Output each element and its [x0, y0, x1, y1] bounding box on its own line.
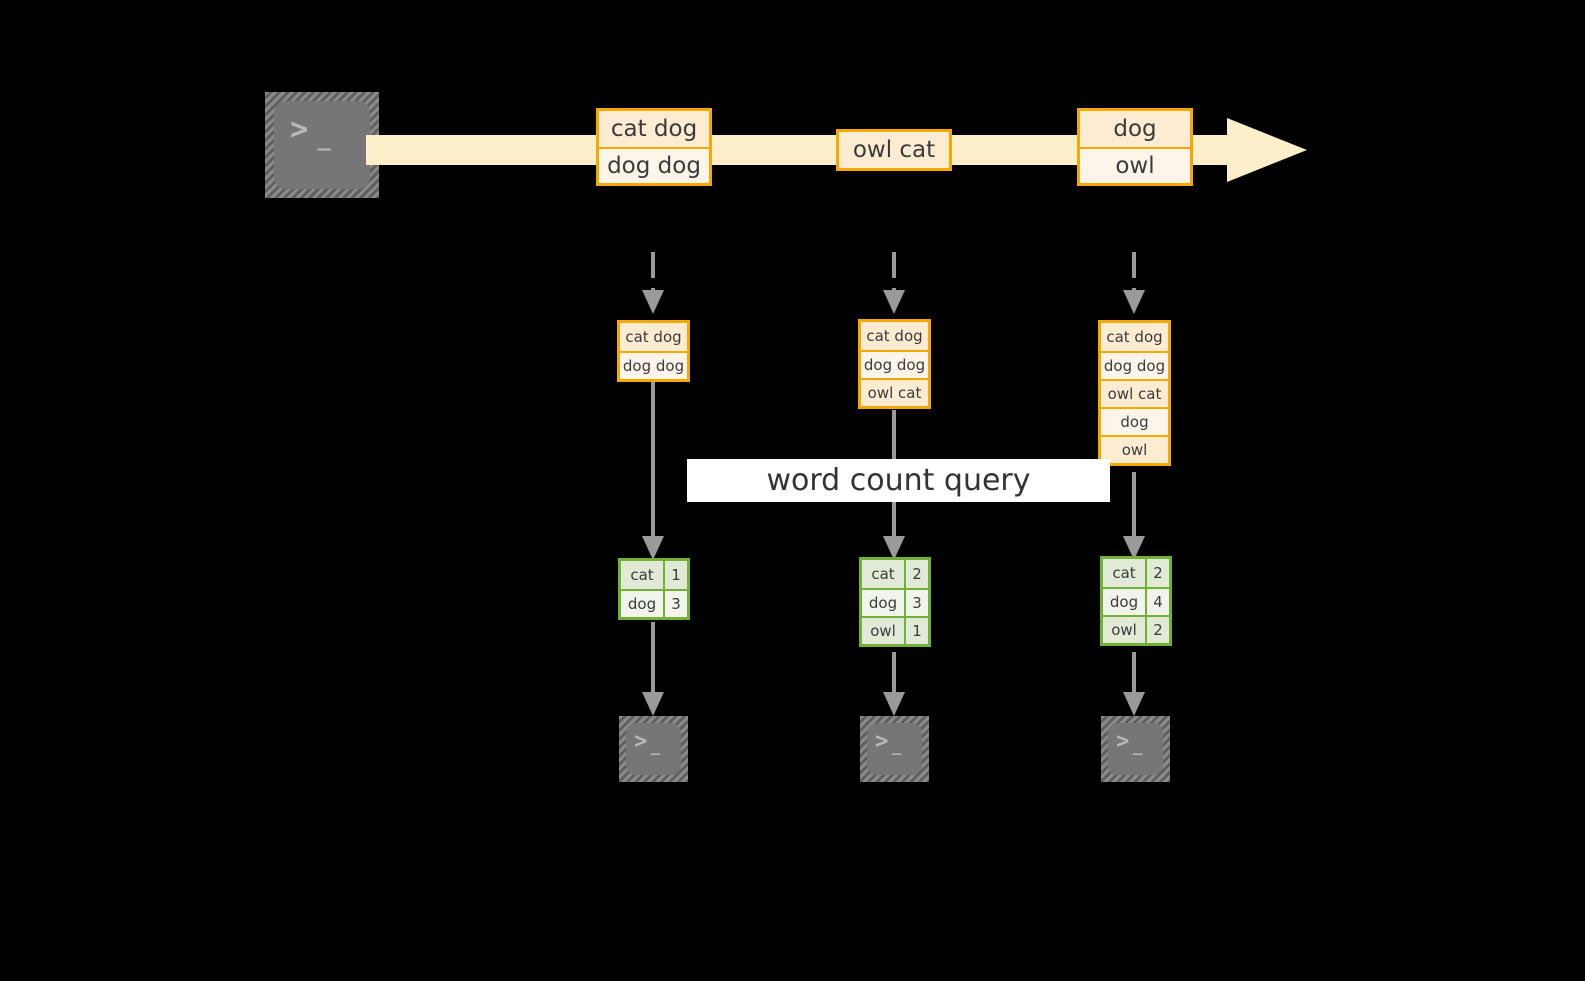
- record-line: owl: [1080, 147, 1190, 183]
- solid-connector-3: [1119, 472, 1149, 562]
- table-row: dog 3: [621, 589, 687, 617]
- result-table-2: cat 2 dog 3 owl 1: [859, 557, 931, 647]
- snapshot-line: cat dog: [861, 322, 928, 350]
- table-cell-word: dog: [1109, 593, 1139, 611]
- terminal-underscore-icon: _: [891, 735, 902, 755]
- table-cell-count: 4: [1145, 589, 1169, 615]
- source-terminal-icon: > _: [265, 92, 379, 198]
- table-cell-word: dog: [868, 594, 898, 612]
- snapshot-stack-1: cat dog dog dog: [617, 320, 690, 382]
- record-line: dog: [1080, 111, 1190, 147]
- table-cell-word: cat: [1112, 564, 1136, 582]
- terminal-underscore-icon: _: [317, 126, 331, 152]
- table-cell-word: cat: [871, 565, 895, 583]
- snapshot-stack-2: cat dog dog dog owl cat: [858, 319, 931, 409]
- terminal-screen: [1108, 723, 1163, 775]
- terminal-underscore-icon: _: [1132, 735, 1143, 755]
- stream-record-1: cat dog dog dog: [596, 108, 712, 186]
- dashed-connector-3: [1119, 252, 1149, 318]
- table-cell-count: 2: [1145, 559, 1169, 587]
- snapshot-line: owl: [1101, 435, 1168, 463]
- snapshot-line: cat dog: [1101, 323, 1168, 351]
- table-row: cat 2: [1103, 559, 1169, 587]
- table-cell-word: owl: [1111, 621, 1137, 639]
- terminal-chevron-icon: >: [875, 728, 889, 754]
- snapshot-line: owl cat: [1101, 379, 1168, 407]
- result-table-1: cat 1 dog 3: [618, 558, 690, 620]
- stream-record-3: dog owl: [1077, 108, 1193, 186]
- terminal-chevron-icon: >: [634, 728, 648, 754]
- snapshot-line: dog dog: [1101, 351, 1168, 379]
- table-cell-word: owl: [870, 622, 896, 640]
- terminal-underscore-icon: _: [650, 735, 661, 755]
- table-cell-count: 3: [904, 590, 928, 616]
- snapshot-line: dog dog: [861, 350, 928, 378]
- record-line: dog dog: [599, 147, 709, 183]
- table-row: owl 1: [862, 616, 928, 644]
- dashed-connector-2: [879, 252, 909, 318]
- table-cell-count: 1: [904, 618, 928, 644]
- sink-connector-3: [1119, 652, 1149, 718]
- table-cell-word: dog: [627, 595, 657, 613]
- query-label-text: word count query: [766, 463, 1031, 498]
- sink-terminal-3: > _: [1101, 716, 1170, 782]
- table-cell-count: 3: [663, 591, 687, 617]
- stream-record-2: owl cat: [836, 129, 952, 171]
- table-row: dog 3: [862, 588, 928, 616]
- snapshot-line: dog dog: [620, 351, 687, 379]
- terminal-chevron-icon: >: [290, 112, 309, 148]
- sink-terminal-2: > _: [860, 716, 929, 782]
- sink-connector-2: [879, 652, 909, 718]
- terminal-screen: [867, 723, 922, 775]
- terminal-screen: [274, 101, 370, 189]
- table-row: cat 1: [621, 561, 687, 589]
- sink-connector-1: [638, 622, 668, 718]
- sink-terminal-1: > _: [619, 716, 688, 782]
- terminal-screen: [626, 723, 681, 775]
- record-line: owl cat: [839, 132, 949, 168]
- table-row: dog 4: [1103, 587, 1169, 615]
- query-label: word count query: [687, 459, 1110, 502]
- table-cell-count: 2: [904, 560, 928, 588]
- snapshot-line: owl cat: [861, 378, 928, 406]
- solid-connector-1: [638, 380, 668, 562]
- table-row: cat 2: [862, 560, 928, 588]
- terminal-chevron-icon: >: [1116, 728, 1130, 754]
- table-cell-count: 2: [1145, 617, 1169, 643]
- snapshot-stack-3: cat dog dog dog owl cat dog owl: [1098, 320, 1171, 466]
- table-cell-count: 1: [663, 561, 687, 589]
- result-table-3: cat 2 dog 4 owl 2: [1100, 556, 1172, 646]
- record-line: cat dog: [599, 111, 709, 147]
- table-cell-word: cat: [630, 566, 654, 584]
- table-row: owl 2: [1103, 615, 1169, 643]
- snapshot-line: dog: [1101, 407, 1168, 435]
- snapshot-line: cat dog: [620, 323, 687, 351]
- dashed-connector-1: [638, 252, 668, 318]
